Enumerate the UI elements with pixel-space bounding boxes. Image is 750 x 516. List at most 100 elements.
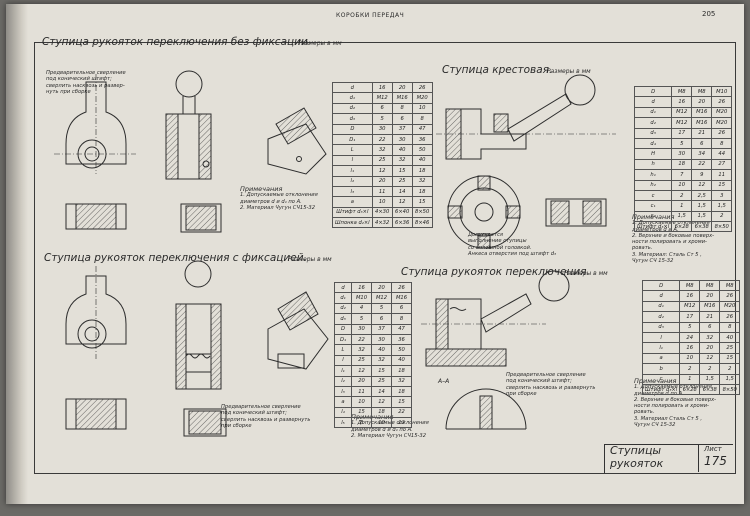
table-cell: d₂: [332, 102, 373, 115]
table-cell: 32: [371, 144, 393, 156]
table-cell: M12: [679, 300, 701, 313]
table-cell: 17: [671, 127, 693, 139]
table-cell: 30: [391, 133, 413, 146]
table-cell: 25: [719, 342, 741, 354]
table-cell: 36: [391, 333, 412, 346]
table-cell: c: [633, 189, 673, 202]
table-cell: Шпонка d₂×l: [332, 217, 373, 229]
table-cell: 10: [679, 352, 701, 365]
table-cell: M16: [691, 117, 713, 129]
table-cell: 16: [679, 342, 701, 354]
table-cell: d: [332, 81, 373, 94]
table-cell: d₃: [641, 321, 681, 333]
table-cell: M10: [711, 85, 733, 98]
table-cell: 8×50: [411, 206, 433, 219]
table-cell: 20: [391, 81, 413, 94]
table-cell: M16: [691, 106, 713, 119]
table-cell: 18: [391, 365, 412, 377]
table-cell: M16: [391, 292, 412, 304]
table-cell: 15: [371, 365, 392, 377]
section-size-note-1: Размеры в мм: [298, 40, 342, 47]
table-cell: 26: [719, 311, 741, 323]
table-cell: 17: [679, 311, 701, 323]
table-cell: d₃: [332, 113, 373, 125]
table-cell: 22: [691, 158, 713, 171]
table-cell: 16: [679, 290, 701, 302]
table-cell: 47: [411, 123, 433, 135]
table-cell: M8: [679, 279, 701, 292]
table-cell: 32: [391, 154, 413, 167]
table-cell: Штифт d₃×l: [633, 221, 673, 233]
technical-drawings: [54, 70, 616, 437]
table-cell: l₅: [334, 417, 352, 429]
table-cell: 6×40: [391, 206, 413, 219]
table-cell: 8×50: [711, 221, 733, 233]
table-cell: l₄: [334, 406, 352, 419]
table-cell: 6×28: [679, 383, 701, 396]
table-cell: 12: [391, 417, 412, 429]
table-cell: 18: [411, 185, 433, 198]
table-cell: 6: [391, 302, 412, 315]
table-cell: H: [633, 148, 673, 160]
table-cell: 22: [391, 406, 412, 419]
book-page: КОРОБКИ ПЕРЕДАЧ 205 Ступица рукояток пер…: [6, 4, 744, 504]
table-cell: 18: [671, 158, 693, 171]
table-cell: Штифт d₃×l: [332, 206, 373, 219]
table-cell: 32: [351, 344, 372, 356]
table-cell: 1,5: [699, 373, 721, 385]
table-cell: c: [641, 373, 681, 385]
title-stamp: [604, 444, 733, 473]
table-cell: D₁: [332, 133, 373, 146]
stamp-sheet-number: 175: [704, 454, 727, 468]
drawing-hub-1-angled: [267, 107, 327, 175]
table-cell: 1,5: [711, 200, 733, 212]
section-title-1: Ступица рукояток переключения без фиксац…: [42, 36, 312, 48]
table-cell: 25: [371, 154, 393, 167]
table-cell: a: [334, 396, 352, 408]
table-cell: h: [633, 158, 673, 171]
table-cell: 40: [371, 344, 392, 356]
table-cell: L: [332, 144, 373, 156]
table-cell: 26: [391, 281, 412, 294]
table-cell: 11: [711, 169, 733, 181]
stamp-title-line2: рукояток: [610, 457, 664, 470]
table-cell: 5: [371, 113, 393, 125]
stamp-title-line1: Ступицы: [610, 444, 662, 457]
table-cell: 8×50: [719, 383, 741, 396]
table-cell: 32: [371, 354, 392, 367]
table-cell: 18: [391, 385, 412, 398]
table-cell: M16: [391, 92, 413, 104]
table-cell: 2: [711, 210, 733, 223]
table-cell: 32: [411, 175, 433, 187]
stamp-divider: [698, 444, 700, 472]
book-spine: [6, 4, 28, 504]
drawing-hub-3-plan: [445, 388, 527, 430]
notes-block-1: Примечания 1. Допускаемые отклонения диа…: [240, 185, 318, 211]
table-cell: 6×36: [391, 217, 413, 229]
table-cell: 20: [351, 375, 372, 387]
table-cell: 8: [711, 137, 733, 150]
table-cell: 7: [671, 169, 693, 181]
table-cell: 8: [391, 313, 412, 325]
table-cell: 6×38: [691, 221, 713, 233]
table-cell: 18: [371, 406, 392, 419]
table-cell: 10: [371, 196, 393, 208]
table-cell: 30: [351, 323, 372, 335]
table-cell: 1: [679, 373, 701, 385]
table-cell: 20: [371, 175, 393, 187]
table-cell: 26: [411, 81, 433, 94]
table-cell: 47: [391, 323, 412, 335]
